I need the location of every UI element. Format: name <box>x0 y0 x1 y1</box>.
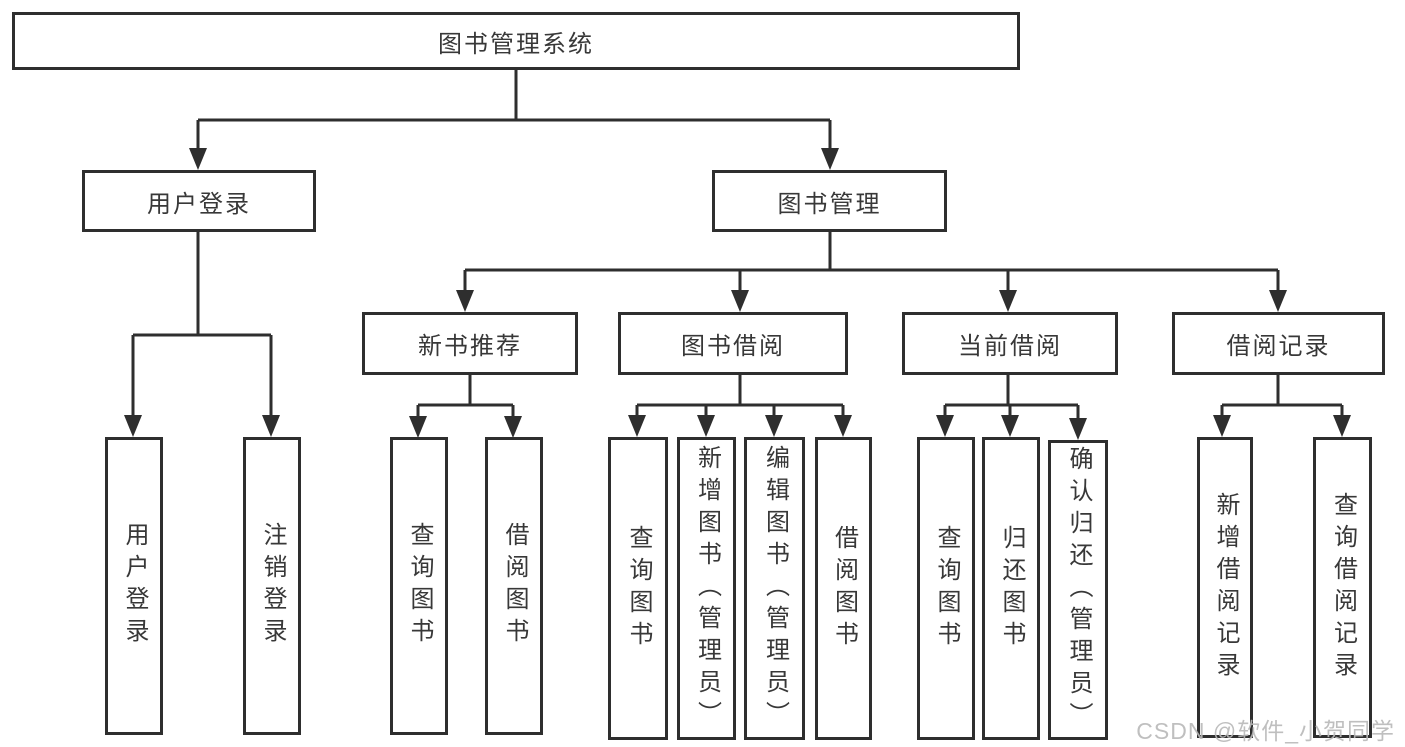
leaf-bb-add-books-label: 新增图书（管理员） <box>693 444 721 733</box>
csdn-watermark: CSDN @软件_小贺同学 <box>1136 718 1395 744</box>
leaf-bb-query-books-label: 查询图书 <box>625 524 652 653</box>
node-book-borrow-label: 图书借阅 <box>681 333 785 360</box>
leaf-user-login-label: 用户登录 <box>121 522 148 650</box>
leaf-nb-borrow-books: 借阅图书 <box>485 437 543 735</box>
leaf-nb-query-books: 查询图书 <box>390 437 448 735</box>
leaf-cb-query-books: 查询图书 <box>917 437 975 740</box>
node-book-borrow: 图书借阅 <box>618 312 848 375</box>
leaf-cb-query-books-label: 查询图书 <box>933 524 960 653</box>
leaf-nb-query-books-label: 查询图书 <box>406 522 433 650</box>
leaf-cb-return-books-label: 归还图书 <box>998 524 1025 653</box>
leaf-cb-confirm-return: 确认归还（管理员） <box>1048 440 1108 740</box>
leaf-bb-add-books: 新增图书（管理员） <box>677 437 736 740</box>
leaf-bb-edit-books-label: 编辑图书（管理员） <box>761 444 789 733</box>
node-new-book-rec: 新书推荐 <box>362 312 578 375</box>
node-current-borrow-label: 当前借阅 <box>958 333 1062 360</box>
leaf-logout-label: 注销登录 <box>259 522 286 650</box>
leaf-cb-return-books: 归还图书 <box>982 437 1040 740</box>
node-new-book-rec-label: 新书推荐 <box>418 333 522 360</box>
arrowheads <box>124 148 1351 440</box>
node-root-label: 图书管理系统 <box>438 30 594 58</box>
leaf-bb-edit-books: 编辑图书（管理员） <box>744 437 805 740</box>
leaf-br-add-record: 新增借阅记录 <box>1197 437 1253 738</box>
leaf-bb-borrow-books-label: 借阅图书 <box>830 524 858 653</box>
leaf-nb-borrow-books-label: 借阅图书 <box>501 522 528 650</box>
node-root: 图书管理系统 <box>12 12 1020 70</box>
leaf-br-add-record-label: 新增借阅记录 <box>1212 491 1239 684</box>
leaf-br-query-record: 查询借阅记录 <box>1313 437 1372 738</box>
node-user-login-branch: 用户登录 <box>82 170 316 232</box>
node-book-mgmt-branch-label: 图书管理 <box>777 190 882 218</box>
node-current-borrow: 当前借阅 <box>902 312 1118 375</box>
leaf-bb-query-books: 查询图书 <box>608 437 668 740</box>
node-user-login-branch-label: 用户登录 <box>147 190 251 218</box>
leaf-br-query-record-label: 查询借阅记录 <box>1329 491 1357 684</box>
node-borrow-records-label: 借阅记录 <box>1226 333 1331 360</box>
leaf-cb-confirm-return-label: 确认归还（管理员） <box>1065 446 1092 734</box>
leaf-user-login: 用户登录 <box>105 437 163 735</box>
node-borrow-records: 借阅记录 <box>1172 312 1385 375</box>
leaf-logout: 注销登录 <box>243 437 301 735</box>
node-book-mgmt-branch: 图书管理 <box>712 170 947 232</box>
leaf-bb-borrow-books: 借阅图书 <box>815 437 872 740</box>
